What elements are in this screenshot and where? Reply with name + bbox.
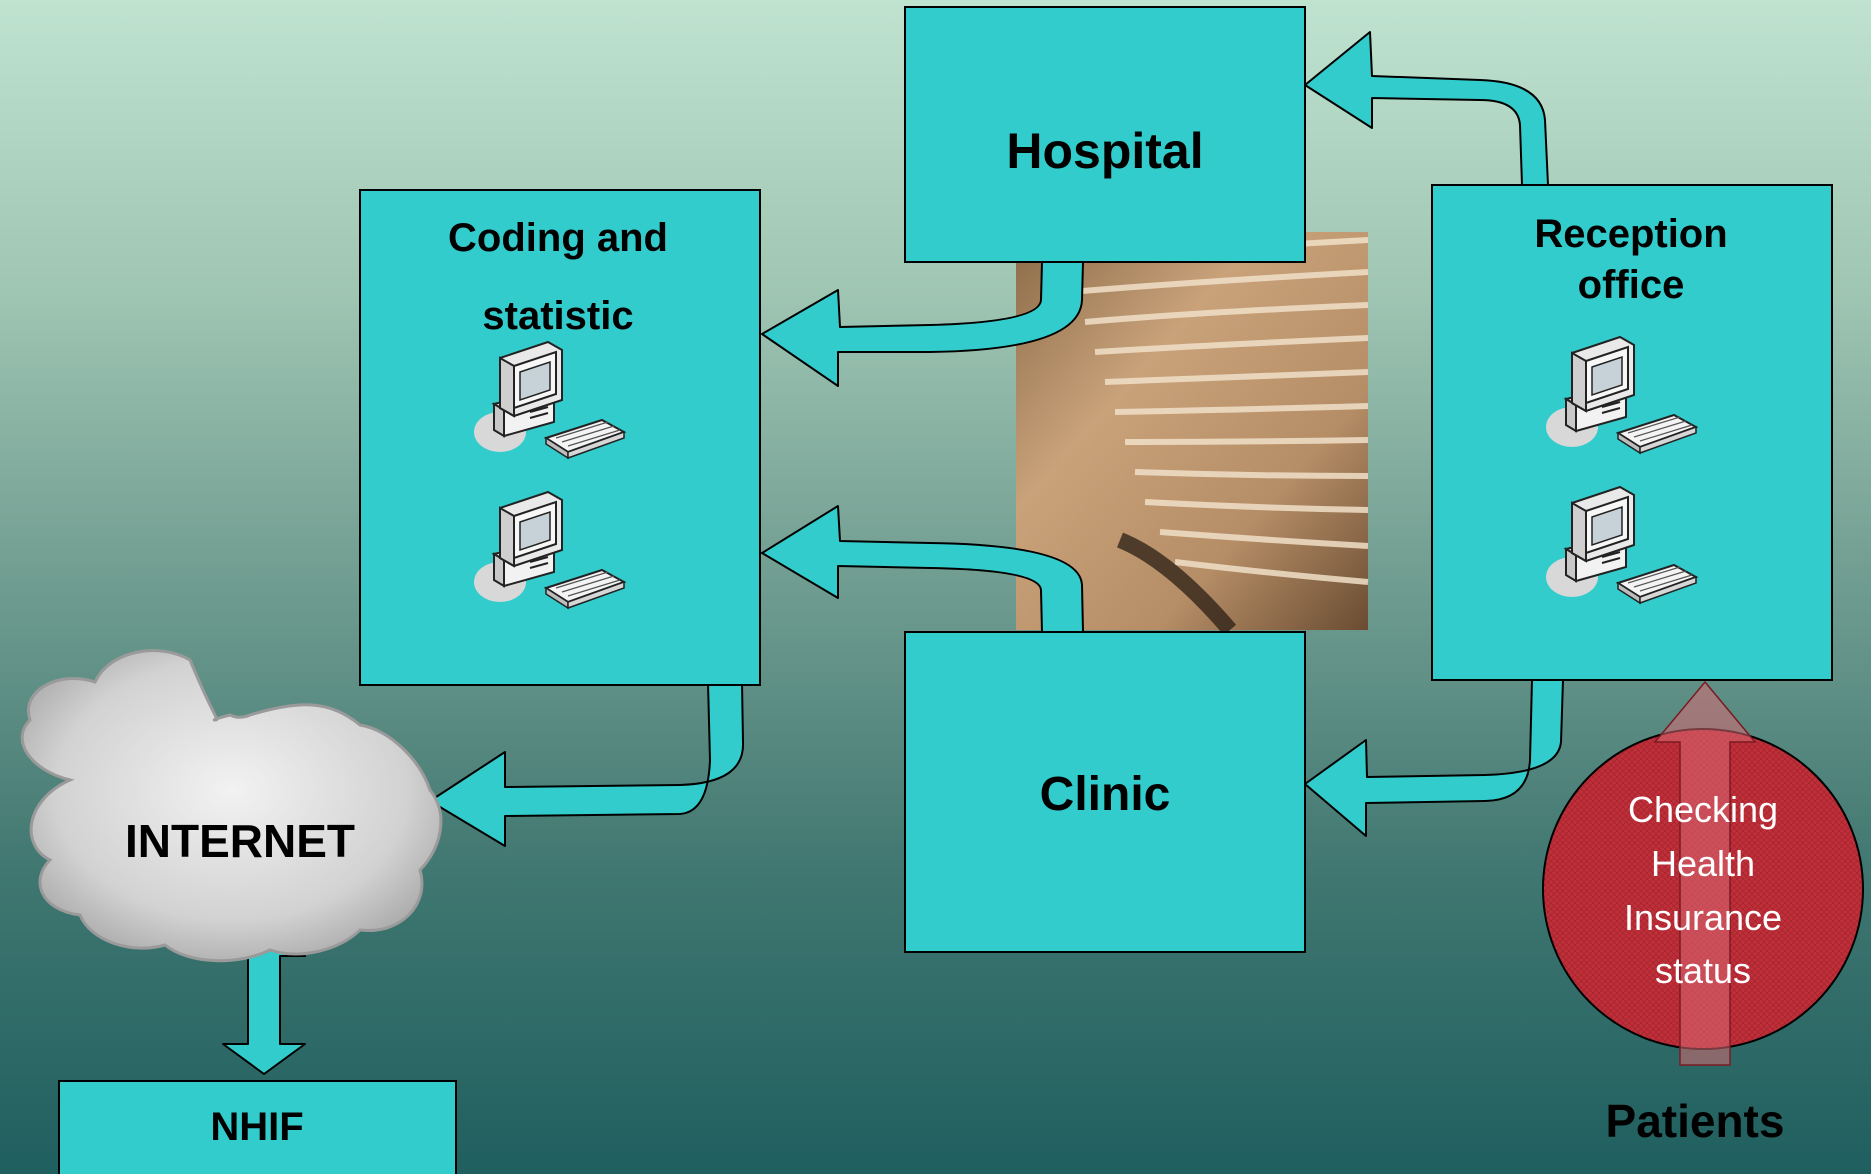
arrow-reception-to-clinic: [1304, 679, 1564, 837]
hospital-box: Hospital: [904, 6, 1306, 263]
checking-line-1: Checking: [1628, 789, 1778, 830]
arrow-reception-to-hospital: [1304, 31, 1549, 186]
checking-line-3: Insurance: [1624, 897, 1782, 938]
arrow-coding-to-internet: [429, 682, 745, 847]
checking-line-4: status: [1655, 950, 1751, 991]
internet-cloud: INTERNET: [20, 649, 443, 963]
arrow-hospital-to-coding: [761, 261, 1084, 387]
checking-line-2: Health: [1651, 843, 1755, 884]
clinic-label: Clinic: [1040, 768, 1171, 821]
reception-office-box: Reception office: [1431, 184, 1833, 681]
arrow-clinic-to-coding: [761, 505, 1084, 633]
clinic-box: Clinic: [904, 631, 1306, 953]
nhif-label: NHIF: [210, 1105, 303, 1149]
coding-label-line2: statistic: [482, 294, 633, 338]
file-folders-photo: [1016, 232, 1369, 636]
coding-label-line1: Coding and: [448, 216, 668, 260]
arrow-patients-to-reception: [1653, 680, 1757, 1066]
insurance-check-circle: Checking Health Insurance status: [1542, 680, 1864, 1066]
patients-label: Patients: [1606, 1095, 1785, 1147]
hospital-label: Hospital: [1006, 123, 1203, 179]
coding-statistic-box: Coding and statistic: [359, 189, 761, 686]
reception-label-line2: office: [1578, 263, 1685, 307]
nhif-box: NHIF: [58, 1080, 457, 1174]
internet-label: INTERNET: [125, 815, 355, 867]
reception-label-line1: Reception: [1534, 212, 1727, 256]
